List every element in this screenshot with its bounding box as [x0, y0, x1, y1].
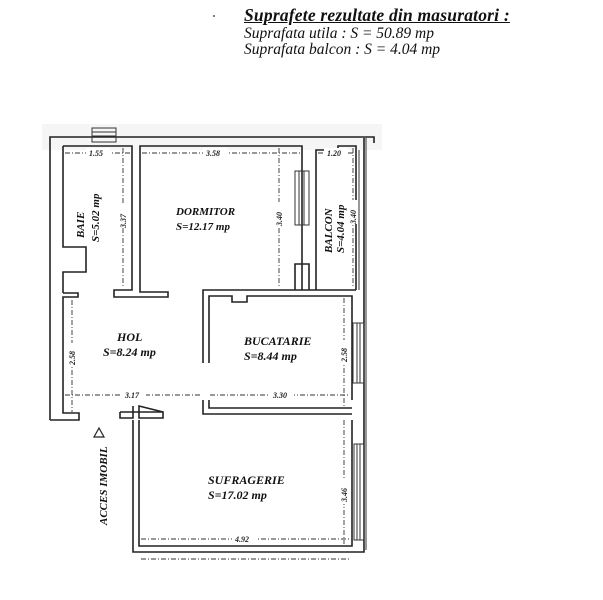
area-summary: Suprafete rezultate din masuratori : Sup…: [244, 4, 510, 58]
balcony-area-text: Suprafata balcon : S = 4.04 mp: [244, 41, 441, 58]
room-baie-area: S=5.02 mp: [90, 193, 102, 242]
bathroom-window: [91, 127, 117, 143]
room-dormitor-area: S=12.17 mp: [176, 221, 230, 233]
room-hol-area: S=8.24 mp: [103, 345, 156, 359]
entrance-arrow-icon: [92, 426, 106, 438]
dim-balcon-height: 3.40: [349, 210, 358, 225]
dim-hol-height: 2.58: [68, 351, 77, 366]
kitchen-window: [352, 322, 365, 384]
dim-balcon-width: 1.20: [327, 149, 341, 158]
dim-sufragerie-height: 3.46: [340, 488, 349, 503]
entrance-marker: ACCES IMOBIL: [92, 426, 110, 526]
room-balcon-name: BALCON: [323, 207, 335, 254]
stray-dot: [213, 15, 215, 17]
entrance-label: ACCES IMOBIL: [98, 446, 110, 526]
summary-title: Suprafete rezultate din masuratori :: [244, 5, 510, 25]
balcony-wall-stub: [294, 263, 310, 290]
living-inner-wall: [138, 420, 353, 547]
dim-baie-width: 1.55: [89, 149, 103, 158]
room-sufragerie-area: S=17.02 mp: [208, 488, 267, 502]
dimension-labels: 1.55 3.58 1.20 3.37 3.40 3.40 2.58 3.17 …: [67, 148, 358, 544]
dim-bucatarie-width: 3.30: [272, 391, 287, 400]
dim-baie-height: 3.37: [119, 213, 128, 229]
living-window: [353, 443, 365, 541]
dim-dormitor-width: 3.58: [205, 149, 220, 158]
room-sufragerie-name: SUFRAGERIE: [208, 473, 285, 487]
room-dormitor-name: DORMITOR: [175, 206, 235, 218]
room-baie-name: BAIE: [75, 212, 87, 239]
room-bucatarie-name: BUCATARIE: [243, 334, 311, 348]
kitchen-walls: [202, 289, 356, 415]
dim-hol-width: 3.17: [124, 391, 140, 400]
usable-area-text: Suprafata utila : S = 50.89 mp: [244, 25, 435, 42]
dim-dormitor-height: 3.40: [275, 212, 284, 227]
outer-walls: [49, 136, 375, 553]
room-hol-name: HOL: [116, 330, 142, 344]
room-labels: BAIE S=5.02 mp DORMITOR S=12.17 mp BALCO…: [75, 193, 347, 502]
dim-sufragerie-width: 4.92: [234, 535, 249, 544]
room-balcon-area: S=4.04 mp: [335, 204, 347, 253]
room-bucatarie-area: S=8.44 mp: [244, 349, 297, 363]
dim-bucatarie-height: 2.58: [340, 348, 349, 363]
balcony-door: [294, 170, 310, 226]
